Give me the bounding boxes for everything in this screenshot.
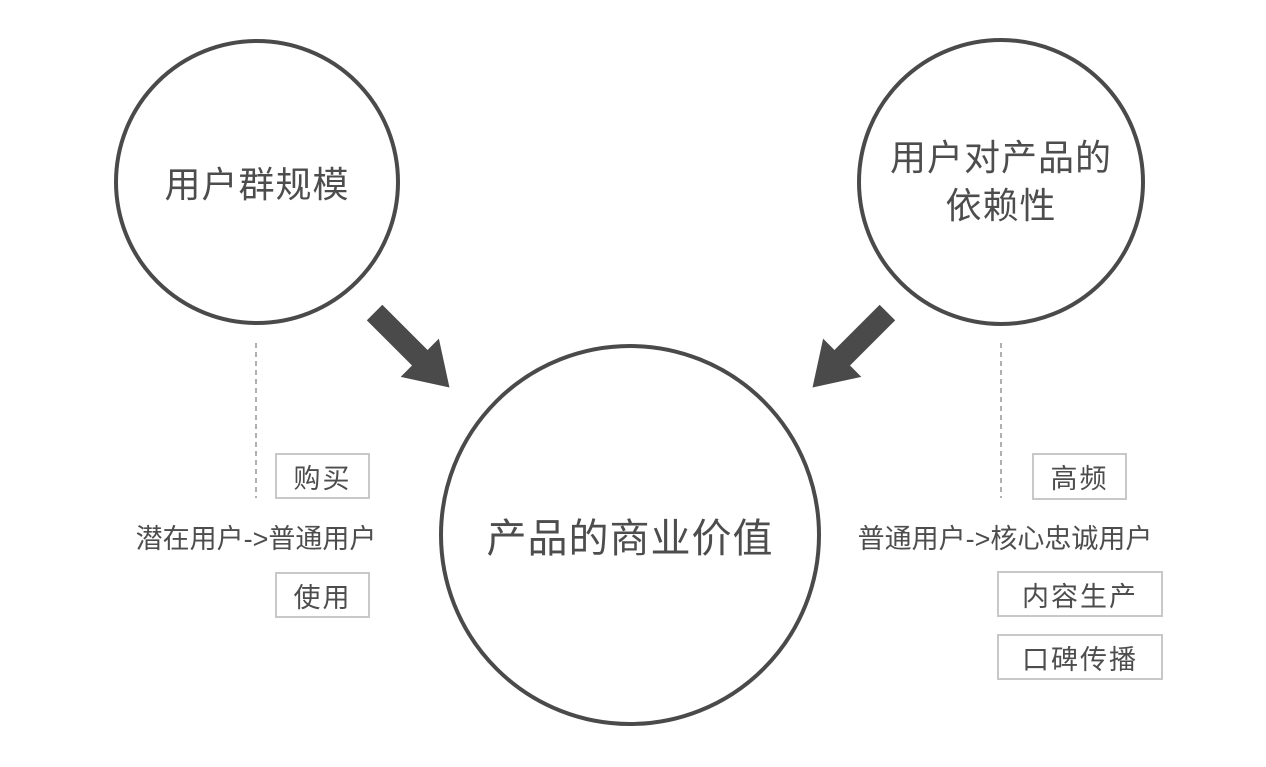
tag-word-of-mouth-label: 口碑传播 — [1022, 644, 1138, 675]
tag-content-production-label: 内容生产 — [1022, 581, 1138, 612]
circle-user-base-label: 用户群规模 — [164, 164, 350, 205]
tag-word-of-mouth: 口碑传播 — [997, 634, 1163, 680]
circle-dependency: 用户对产品的 依赖性 — [857, 38, 1145, 326]
circle-business-value-label: 产品的商业价值 — [486, 517, 774, 561]
transition-right-label: 普通用户->核心忠诚用户 — [857, 524, 1153, 554]
circle-dependency-label-line1: 用户对产品的 — [889, 137, 1112, 179]
circle-dependency-label-line2: 依赖性 — [945, 185, 1057, 226]
dashed-line-left — [255, 343, 257, 498]
transition-left-label: 潜在用户->普通用户 — [135, 524, 377, 554]
tag-content-production: 内容生产 — [997, 571, 1163, 617]
tag-high-frequency: 高频 — [1032, 453, 1127, 500]
dashed-line-right — [1000, 343, 1002, 498]
arrow-user-base-to-value-icon — [355, 293, 468, 406]
tag-buy: 购买 — [275, 453, 370, 499]
tag-high-frequency-label: 高频 — [1050, 464, 1109, 494]
tag-use-label: 使用 — [293, 582, 352, 613]
tag-buy-label: 购买 — [293, 463, 352, 494]
arrow-dependency-to-value-icon — [793, 293, 906, 406]
tag-use: 使用 — [275, 572, 370, 618]
circle-business-value: 产品的商业价值 — [439, 344, 821, 726]
circle-user-base: 用户群规模 — [114, 39, 400, 325]
